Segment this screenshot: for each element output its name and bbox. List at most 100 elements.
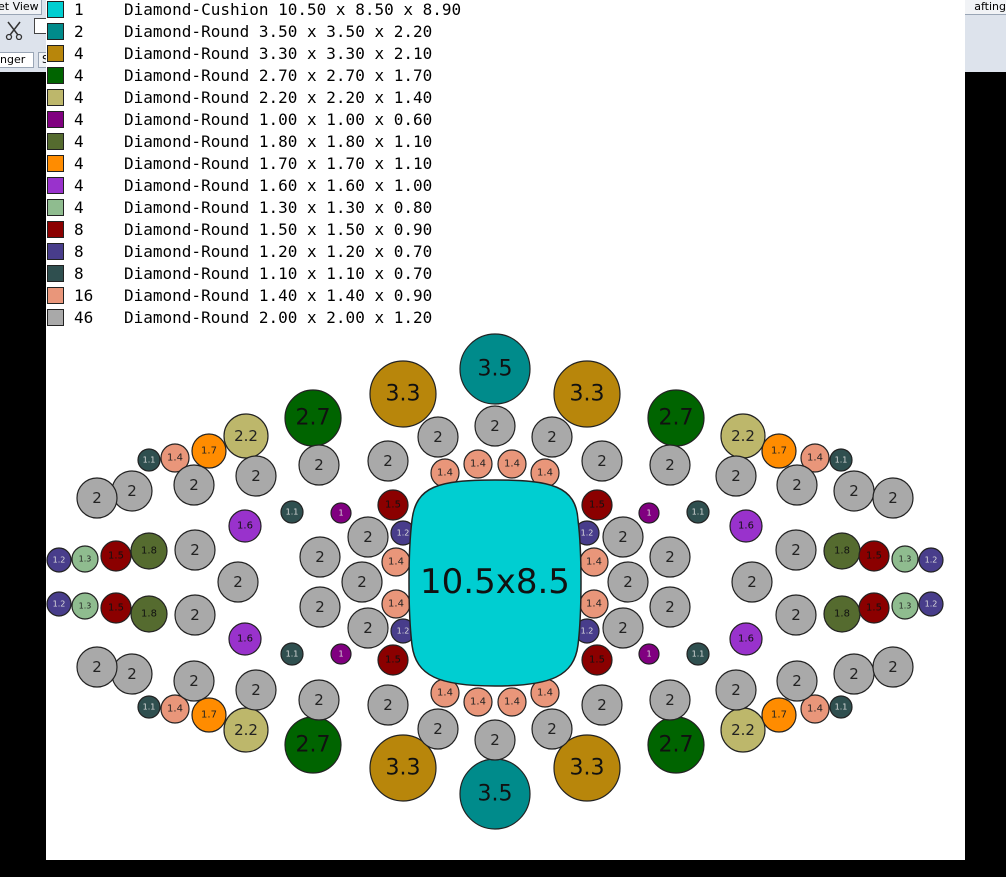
- stone[interactable]: 1.4: [497, 687, 527, 717]
- stone-circle[interactable]: [160, 443, 190, 473]
- stone-circle[interactable]: [775, 529, 817, 571]
- stone[interactable]: 1.7: [761, 697, 797, 733]
- stone-circle[interactable]: [173, 464, 215, 506]
- stone[interactable]: 2: [474, 719, 516, 761]
- stone[interactable]: 2: [173, 660, 215, 702]
- stone-circle[interactable]: [829, 448, 853, 472]
- stone[interactable]: 1.2: [918, 591, 944, 617]
- stone[interactable]: 1: [638, 502, 660, 524]
- stone[interactable]: 2.7: [647, 716, 705, 774]
- stone[interactable]: 1.7: [191, 697, 227, 733]
- stone-circle[interactable]: [800, 443, 830, 473]
- stone[interactable]: 2: [417, 416, 459, 458]
- stone[interactable]: 2: [347, 516, 389, 558]
- stone[interactable]: 2: [298, 679, 340, 721]
- stone[interactable]: 1.4: [463, 449, 493, 479]
- stone[interactable]: 1.4: [463, 687, 493, 717]
- stone[interactable]: 1.1: [137, 695, 161, 719]
- stone-circle[interactable]: [891, 592, 919, 620]
- stone-circle[interactable]: [137, 695, 161, 719]
- stone[interactable]: 2: [649, 444, 691, 486]
- stone[interactable]: 2: [715, 669, 757, 711]
- stone[interactable]: 2: [111, 653, 153, 695]
- stone-circle[interactable]: [130, 595, 168, 633]
- stone[interactable]: 2: [347, 607, 389, 649]
- stone-circle[interactable]: [553, 360, 621, 428]
- stone[interactable]: 2: [367, 440, 409, 482]
- stone[interactable]: 2: [581, 684, 623, 726]
- stone-circle[interactable]: [607, 561, 649, 603]
- stone[interactable]: 1.4: [497, 449, 527, 479]
- stone[interactable]: 1.1: [280, 500, 304, 524]
- stone[interactable]: 1.4: [430, 458, 460, 488]
- stone[interactable]: 3.3: [369, 360, 437, 428]
- stone-circle[interactable]: [191, 433, 227, 469]
- stone[interactable]: 2: [776, 464, 818, 506]
- stone[interactable]: 1.5: [581, 489, 613, 521]
- stone-circle[interactable]: [581, 684, 623, 726]
- stone-circle[interactable]: [299, 586, 341, 628]
- stone-circle[interactable]: [347, 607, 389, 649]
- stone-circle[interactable]: [858, 540, 890, 572]
- scissors-icon[interactable]: [4, 20, 24, 40]
- stone[interactable]: 1.2: [574, 618, 600, 644]
- stone-circle[interactable]: [872, 646, 914, 688]
- stone-circle[interactable]: [330, 502, 352, 524]
- stone[interactable]: 1.5: [377, 489, 409, 521]
- stone-circle[interactable]: [581, 644, 613, 676]
- stone[interactable]: 2: [299, 586, 341, 628]
- stone-circle[interactable]: [174, 594, 216, 636]
- stone[interactable]: 2.7: [284, 716, 342, 774]
- stone-circle[interactable]: [531, 416, 573, 458]
- stone[interactable]: 1.5: [858, 592, 890, 624]
- stone[interactable]: 3.5: [459, 758, 531, 830]
- stone-circle[interactable]: [649, 586, 691, 628]
- stone[interactable]: 1.3: [891, 545, 919, 573]
- stone-circle[interactable]: [76, 646, 118, 688]
- stone-circle[interactable]: [100, 592, 132, 624]
- stone-circle[interactable]: [800, 694, 830, 724]
- center-cushion-stone[interactable]: 10.5x8.5: [408, 479, 582, 687]
- stone[interactable]: 2: [649, 586, 691, 628]
- stone[interactable]: 1.3: [71, 592, 99, 620]
- stone[interactable]: 1.5: [858, 540, 890, 572]
- stone[interactable]: 1.8: [130, 595, 168, 633]
- stone[interactable]: 2: [775, 594, 817, 636]
- stone-circle[interactable]: [76, 477, 118, 519]
- stone-circle[interactable]: [891, 545, 919, 573]
- stone-circle[interactable]: [173, 660, 215, 702]
- stone-circle[interactable]: [638, 502, 660, 524]
- stone[interactable]: 2: [341, 561, 383, 603]
- stone[interactable]: 1.4: [579, 547, 609, 577]
- stone[interactable]: 2: [872, 477, 914, 519]
- stone-circle[interactable]: [46, 547, 72, 573]
- stone-circle[interactable]: [729, 622, 763, 656]
- stone[interactable]: 1.8: [823, 595, 861, 633]
- stone-circle[interactable]: [130, 532, 168, 570]
- stone-circle[interactable]: [918, 547, 944, 573]
- stone-circle[interactable]: [367, 440, 409, 482]
- stone-circle[interactable]: [602, 516, 644, 558]
- stone-circle[interactable]: [715, 455, 757, 497]
- stone-circle[interactable]: [776, 464, 818, 506]
- stone-circle[interactable]: [649, 679, 691, 721]
- stone[interactable]: 1.7: [761, 433, 797, 469]
- stone[interactable]: 2: [776, 660, 818, 702]
- stone[interactable]: 2: [833, 653, 875, 695]
- stone[interactable]: 2: [76, 477, 118, 519]
- stone-circle[interactable]: [459, 333, 531, 405]
- stone-circle[interactable]: [347, 516, 389, 558]
- stone[interactable]: 1.6: [228, 509, 262, 543]
- stone-circle[interactable]: [298, 444, 340, 486]
- stone-circle[interactable]: [137, 448, 161, 472]
- stone[interactable]: 2: [174, 594, 216, 636]
- stone[interactable]: 2.2: [223, 707, 269, 753]
- tab-changer[interactable]: nger: [0, 52, 34, 68]
- stone[interactable]: 1.2: [46, 591, 72, 617]
- stone-circle[interactable]: [228, 622, 262, 656]
- stone[interactable]: 1.1: [829, 448, 853, 472]
- stone[interactable]: 1.1: [686, 642, 710, 666]
- stone-circle[interactable]: [649, 536, 691, 578]
- stone-circle[interactable]: [872, 477, 914, 519]
- stone[interactable]: 1.1: [280, 642, 304, 666]
